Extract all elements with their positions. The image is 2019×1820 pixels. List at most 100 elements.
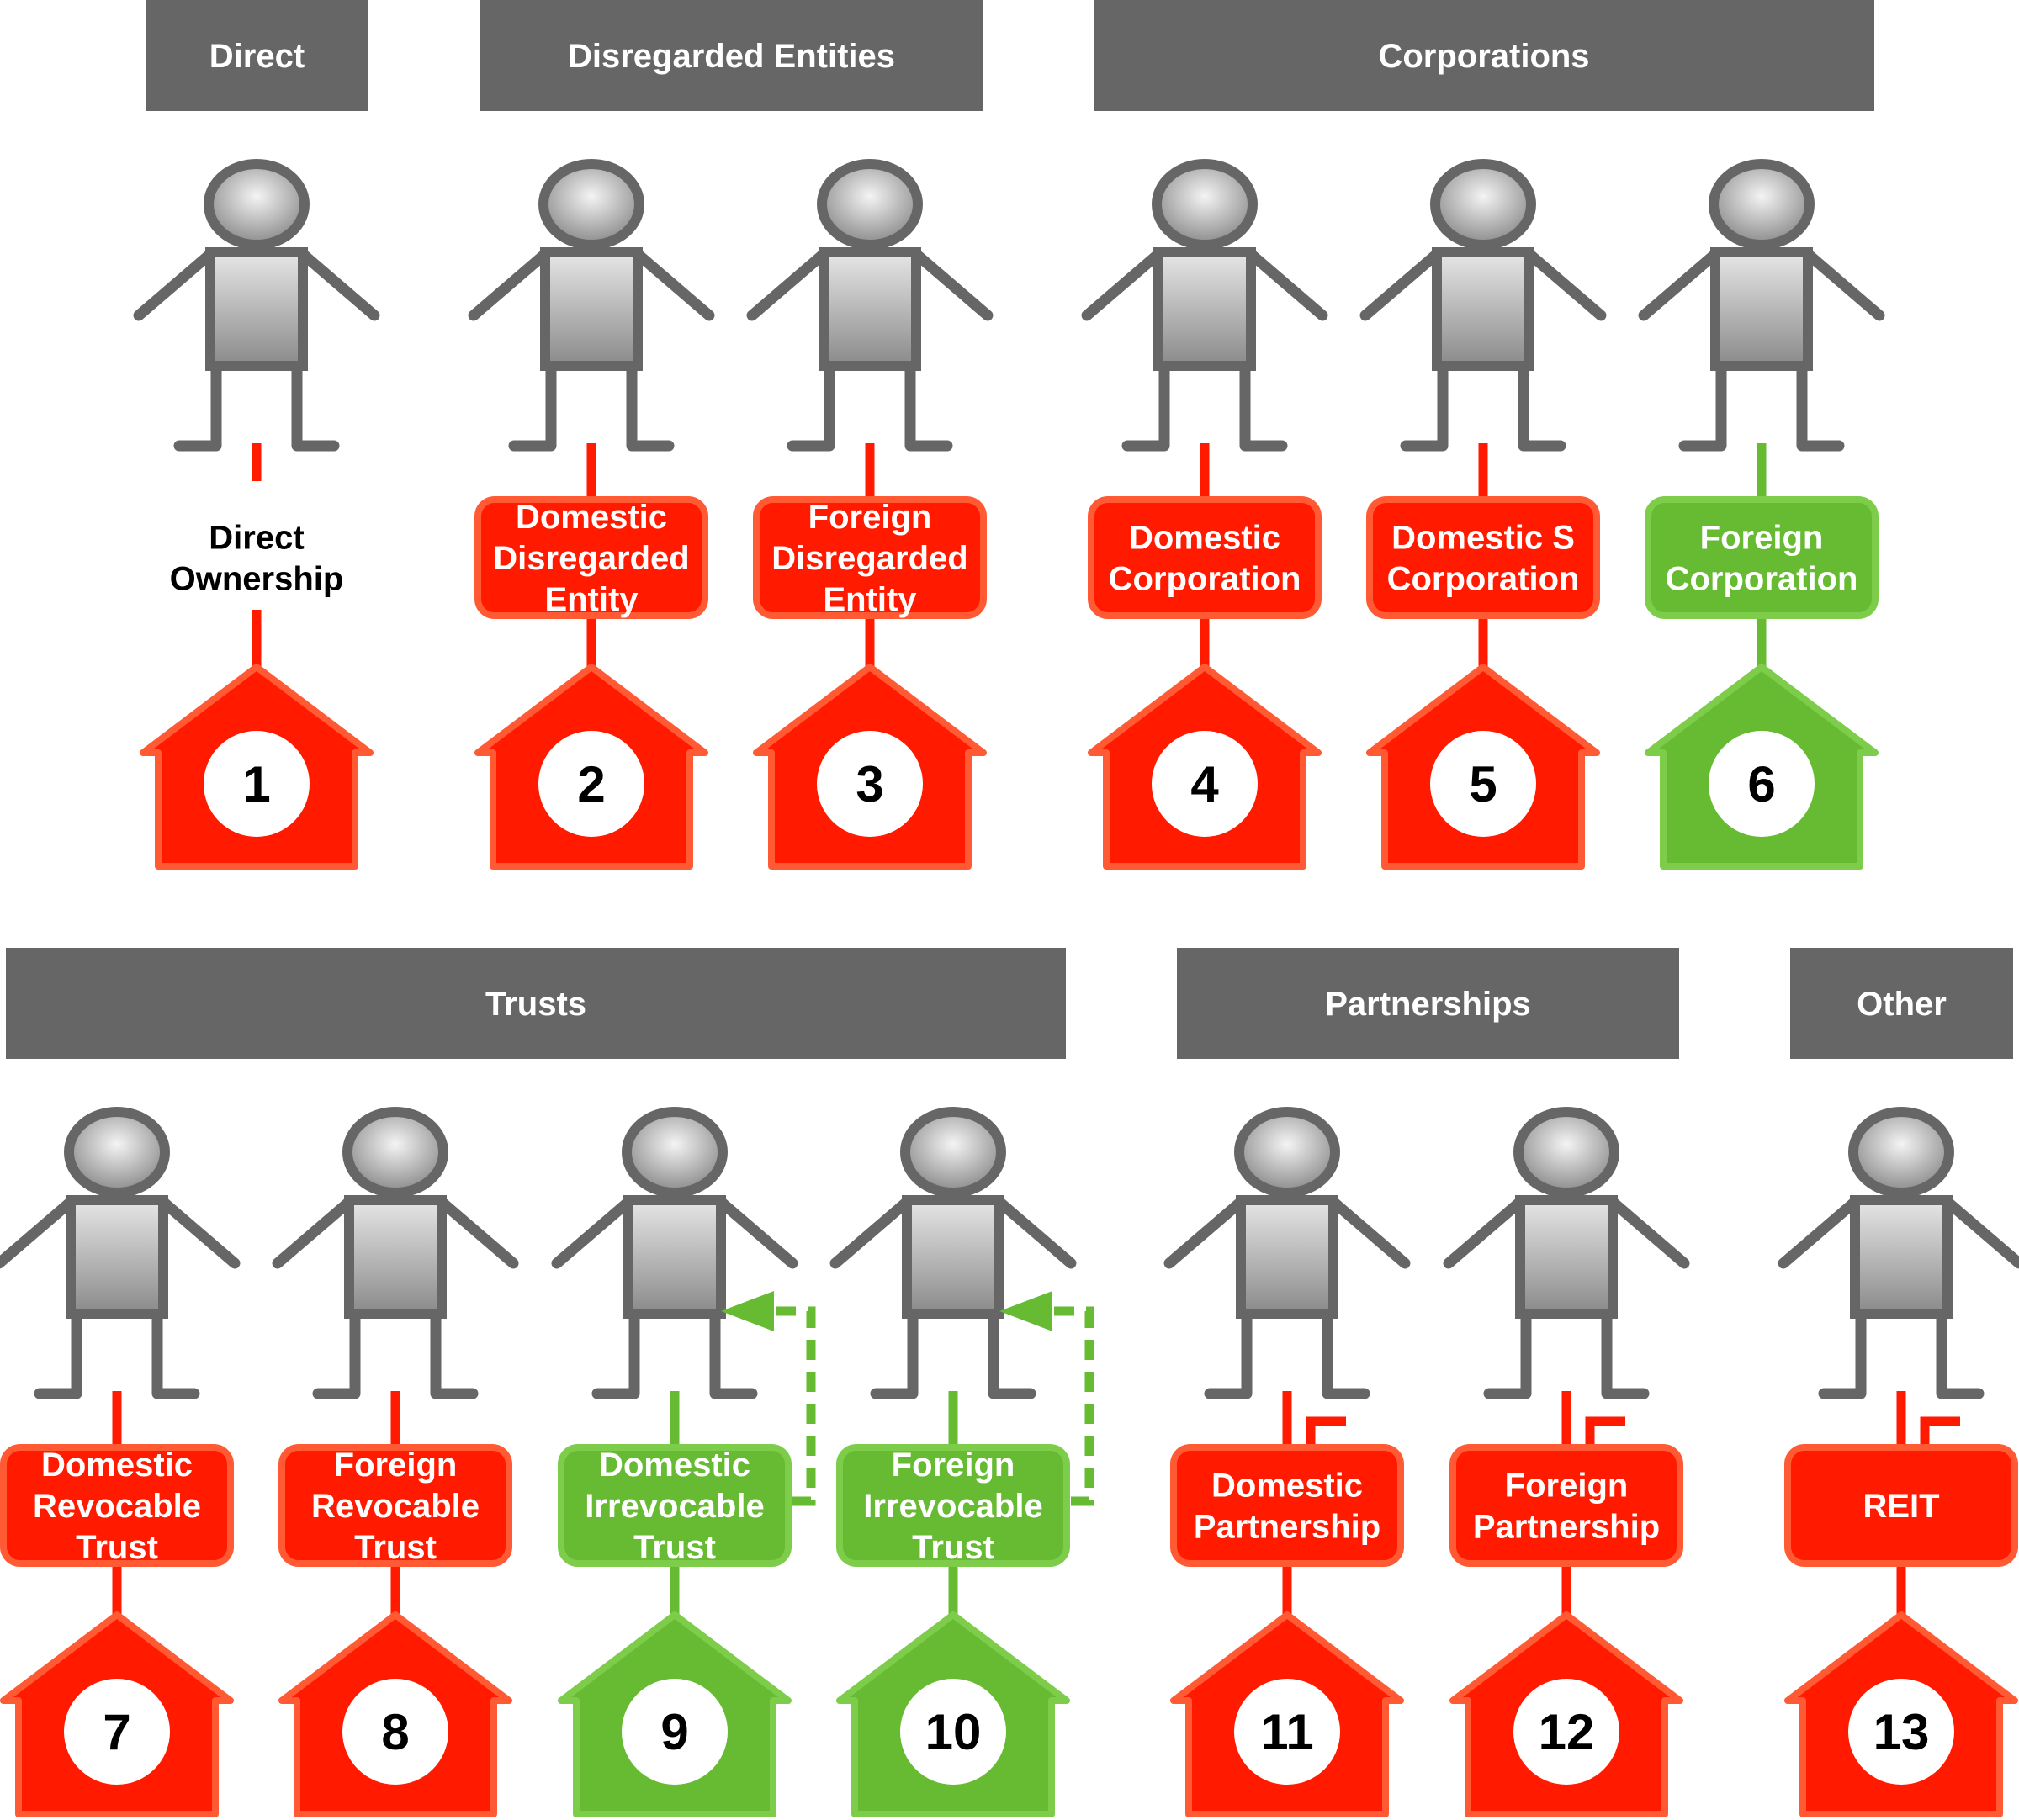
entity-type-label: Corporation [1109,561,1301,598]
section-header-bar [6,948,1066,1059]
house-number: 8 [381,1704,409,1760]
entity-type-label: Disregarded [771,540,967,577]
flag-icon [1920,1416,1960,1452]
house-number-circle [1513,1679,1619,1785]
entity-type-label: Partnership [1473,1509,1660,1546]
entity-type-box [278,1444,512,1567]
section-header-label: Trusts [485,986,586,1023]
entity-5: Domestic S Corporation 5 [1359,159,1607,870]
house-number: 3 [856,756,883,812]
entity-type-label: Domestic [516,499,667,536]
entity-type-label: Corporation [1387,561,1580,598]
house-number: 4 [1190,756,1219,812]
section-header-corporations: Corporations [1094,0,1874,111]
house-number: 11 [1260,1704,1313,1760]
entity-type-label: Domestic [41,1447,193,1484]
flag-icon [1585,1416,1625,1452]
section-header-direct: Direct [146,0,368,111]
house-number: 5 [1469,756,1497,812]
entity-type-label: Domestic [1129,520,1280,557]
entity-type-label: Trust [912,1529,994,1566]
entity-type-label: Trust [633,1529,716,1566]
house-number: 2 [577,756,605,812]
entity-type-label: Foreign [808,499,932,536]
entity-type-box [753,496,987,619]
entity-type-label: Trust [354,1529,437,1566]
entity-type-label: REIT [1863,1488,1939,1525]
entity-type-label: Domestic S [1391,520,1575,557]
arrow-head-icon [999,1291,1052,1331]
house-number-circle [817,731,923,837]
property-house-10: 10 [836,1611,1070,1817]
arrow-head-icon [721,1291,774,1331]
section-header-label: Disregarded Entities [568,38,895,75]
section-header-bar [1790,948,2013,1059]
section-header-label: Partnerships [1325,986,1531,1023]
entity-type-box [474,496,708,619]
entity-type-box [1645,496,1879,619]
house-number-circle [64,1679,170,1785]
property-house-7: 7 [0,1611,234,1817]
person-icon [1163,1107,1411,1399]
house-number-circle [538,731,644,837]
section-header-label: Corporations [1378,38,1589,75]
house-number-circle [622,1679,728,1785]
property-house-13: 13 [1784,1611,2018,1817]
person-icon [1081,159,1328,452]
section-header-disregarded-entities: Disregarded Entities [480,0,983,111]
property-house-2: 2 [474,664,708,870]
entity-type-label: Domestic [1211,1468,1363,1505]
person-icon [1778,1107,2019,1399]
house-number-circle [1152,731,1258,837]
entity-type-box [0,1444,234,1567]
property-house-5: 5 [1366,664,1600,870]
house-number-circle [900,1679,1006,1785]
person-icon [551,1107,798,1399]
entity-type-box [1784,1444,2018,1567]
entity-type-label: Ownership [170,561,344,598]
section-header-partnerships: Partnerships [1177,948,1679,1059]
entity-type-label: Foreign [334,1447,458,1484]
property-house-12: 12 [1449,1611,1683,1817]
property-house-1: 1 [140,664,374,870]
entity-type-box [558,1444,792,1567]
entity-type-label: Foreign [1700,520,1824,557]
entity-type-label: Trust [76,1529,158,1566]
entity-type-label: Irrevocable [585,1488,764,1525]
property-house-11: 11 [1170,1611,1404,1817]
section-header-bar [146,0,368,111]
entity-type-box [1088,496,1322,619]
entity-type-label: Entity [544,581,639,618]
house-number-circle [1848,1679,1954,1785]
house-number: 6 [1747,756,1775,812]
house-number-circle [1430,731,1536,837]
section-header-label: Other [1857,986,1947,1023]
entity-type-label: Revocable [33,1488,201,1525]
person-icon [1359,159,1607,452]
person-icon [272,1107,519,1399]
property-house-3: 3 [753,664,987,870]
entity-13: REIT 13 [1778,1107,2019,1817]
section-header-trusts: Trusts [6,948,1066,1059]
entity-type-label: Direct [209,520,304,557]
person-icon [746,159,994,452]
property-house-4: 4 [1088,664,1322,870]
property-house-8: 8 [278,1611,512,1817]
house-number-circle [1709,731,1815,837]
house-number: 12 [1539,1704,1595,1760]
house-number-circle [204,731,310,837]
person-icon [133,159,380,452]
property-house-9: 9 [558,1611,792,1817]
section-header-label: Direct [209,38,305,75]
house-number-circle [342,1679,448,1785]
